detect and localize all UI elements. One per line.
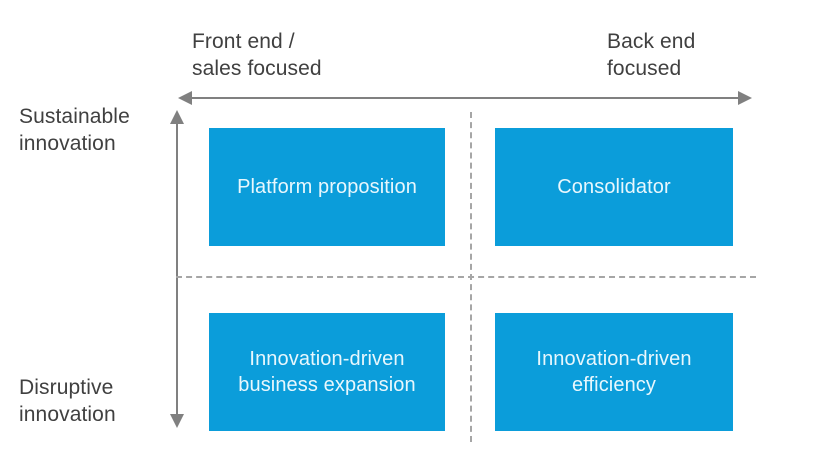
y-axis-top-label: Sustainable innovation: [19, 105, 130, 155]
horizontal-divider: [176, 276, 756, 278]
arrow-down-icon: [170, 414, 184, 428]
y-axis-bottom-label: Disruptive innovation: [19, 376, 116, 426]
vertical-divider: [470, 112, 472, 442]
quadrant-platform-proposition[interactable]: Platform proposition: [209, 128, 445, 246]
x-axis-line: [186, 97, 750, 99]
arrow-right-icon: [738, 91, 752, 105]
quadrant-consolidator[interactable]: Consolidator: [495, 128, 733, 246]
x-axis-left-label: Front end / sales focused: [192, 30, 322, 80]
arrow-left-icon: [178, 91, 192, 105]
y-axis-line: [176, 118, 178, 422]
x-axis-right-label: Back end focused: [607, 30, 696, 80]
quadrant-innovation-driven-business-expansion[interactable]: Innovation-driven business expansion: [209, 313, 445, 431]
quadrant-innovation-driven-efficiency[interactable]: Innovation-driven efficiency: [495, 313, 733, 431]
arrow-up-icon: [170, 110, 184, 124]
